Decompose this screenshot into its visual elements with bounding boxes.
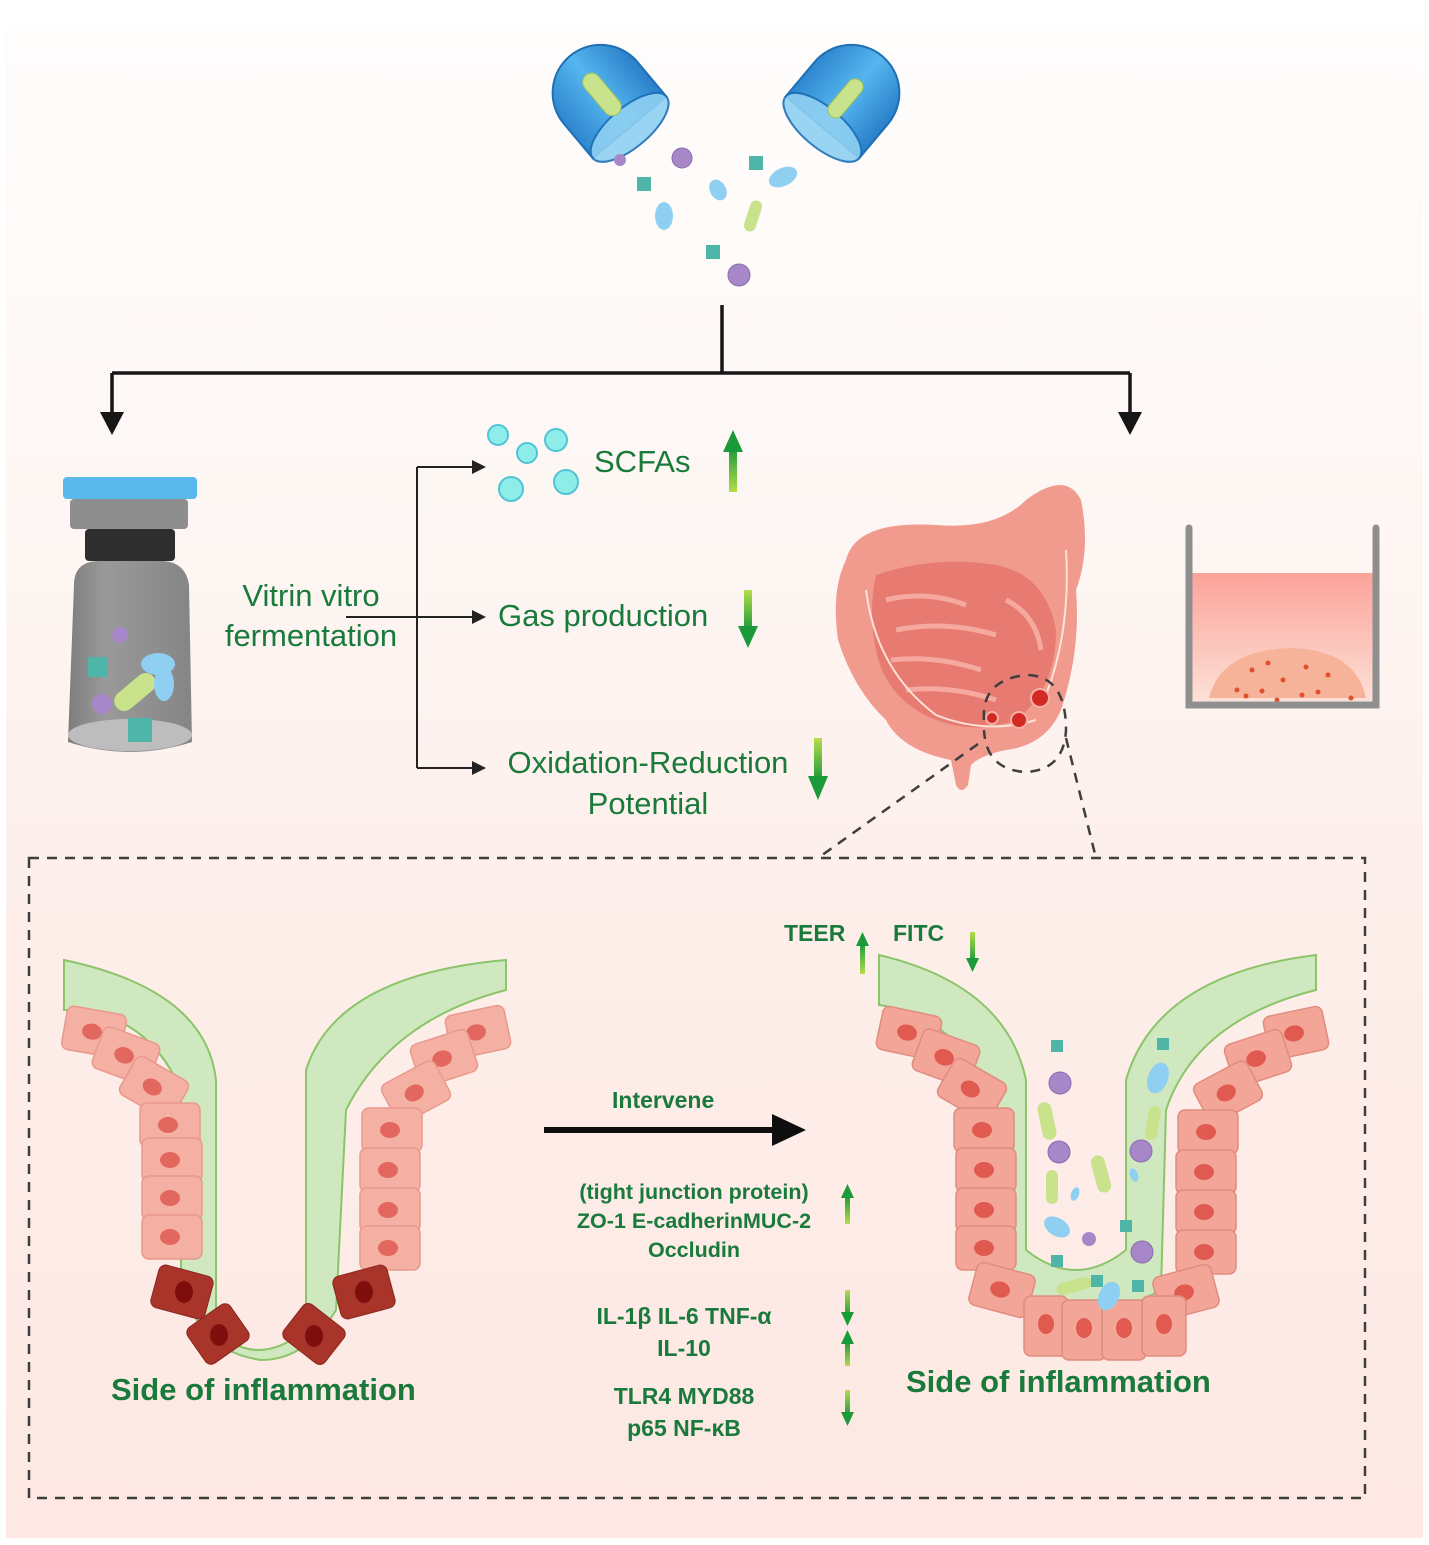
crypt-left-inflamed	[60, 958, 512, 1366]
cell-culture-well-icon	[1185, 524, 1380, 709]
epithelial-cell	[1061, 1299, 1107, 1361]
orp-label-line1: Oxidation-Reduction	[507, 745, 789, 780]
crypt-right-caption: Side of inflammation	[906, 1364, 1211, 1399]
epithelial-cell	[968, 1261, 1036, 1319]
tlr4-pathway-group: TLR4 MYD88 p65 NF-κB	[544, 1380, 824, 1444]
biomarker-arrow-down-icon	[841, 1290, 854, 1326]
anti-inflammatory-cytokine: IL-10	[657, 1335, 711, 1361]
zoom-callout	[817, 673, 1098, 860]
epithelial-cell	[1023, 1295, 1069, 1357]
arrowhead-right	[1118, 412, 1142, 435]
fermentation-vial-icon	[63, 477, 197, 752]
tight-junction-occludin: Occludin	[648, 1238, 740, 1262]
crypt-right-treated	[875, 953, 1330, 1361]
fitc-arrow-down-icon	[966, 932, 979, 972]
figure-artwork	[27, 43, 1380, 1500]
epithelial-cell	[936, 1057, 1008, 1123]
fermentation-label-line1: Vitrin vitro	[242, 578, 380, 613]
epithelial-cell	[953, 1107, 1015, 1153]
branch-connector	[110, 305, 1132, 418]
arrow-to-gas	[472, 610, 486, 624]
intervene-arrow	[544, 1114, 806, 1146]
epithelial-cell	[955, 1147, 1017, 1193]
biomarker-arrow-down-icon	[841, 1390, 854, 1426]
epithelial-cell	[139, 1102, 201, 1148]
fermentation-label-line2: fermentation	[224, 618, 398, 653]
arrow-down-icon	[738, 590, 758, 648]
tight-junction-title: (tight junction protein)	[579, 1180, 809, 1204]
tight-junction-markers: ZO-1 E-cadherinMUC-2	[576, 1209, 812, 1233]
scfas-label: SCFAs	[594, 444, 691, 479]
arrowhead-left	[100, 412, 124, 435]
teer-arrow-up-icon	[856, 932, 869, 974]
tight-junction-group: (tight junction protein) ZO-1 E-cadherin…	[544, 1178, 844, 1265]
arrow-to-scfas	[472, 460, 486, 474]
detail-panel-border	[27, 856, 1367, 1500]
epithelial-cell	[955, 1225, 1017, 1271]
epithelial-cell	[359, 1225, 421, 1271]
epithelial-cell	[141, 1214, 203, 1260]
fitc-label: FITC	[893, 920, 945, 946]
arrow-to-orp	[472, 761, 486, 775]
epithelial-cell	[1175, 1189, 1237, 1235]
scfa-bubbles-icon	[487, 424, 579, 502]
intestine-icon	[835, 485, 1085, 790]
epithelial-cell	[1177, 1109, 1239, 1155]
arrow-down-icon	[808, 738, 828, 800]
open-capsule-icon	[551, 43, 901, 287]
proinflammatory-cytokines: IL-1β IL-6 TNF-α	[596, 1303, 772, 1329]
epithelial-cell	[1175, 1149, 1237, 1195]
epithelial-cell	[141, 1175, 203, 1221]
gas-production-label: Gas production	[498, 598, 709, 633]
teer-label: TEER	[784, 920, 846, 946]
epithelial-cell	[1141, 1295, 1187, 1357]
crypt-left-caption: Side of inflammation	[111, 1372, 416, 1407]
tlr4-line2: p65 NF-κB	[627, 1415, 741, 1441]
biomarker-arrow-up-icon	[841, 1184, 854, 1224]
intervene-label: Intervene	[612, 1087, 715, 1113]
epithelial-cell	[361, 1107, 423, 1153]
epithelial-cell	[359, 1187, 421, 1233]
orp-label-line2: Potential	[587, 786, 709, 821]
orp-label: Oxidation-Reduction Potential	[490, 742, 806, 824]
fermentation-label: Vitrin vitro fermentation	[211, 576, 411, 656]
fermentation-bracket	[346, 466, 474, 769]
epithelial-cell	[1192, 1060, 1264, 1124]
arrow-up-icon	[723, 430, 743, 492]
epithelial-cell	[1175, 1229, 1237, 1275]
biomarker-arrow-up-icon	[841, 1330, 854, 1366]
epithelial-cell	[359, 1147, 421, 1193]
tlr4-line1: TLR4 MYD88	[613, 1383, 755, 1409]
figure-canvas: Vitrin vitro fermentation SCFAs Gas prod…	[6, 30, 1423, 1538]
